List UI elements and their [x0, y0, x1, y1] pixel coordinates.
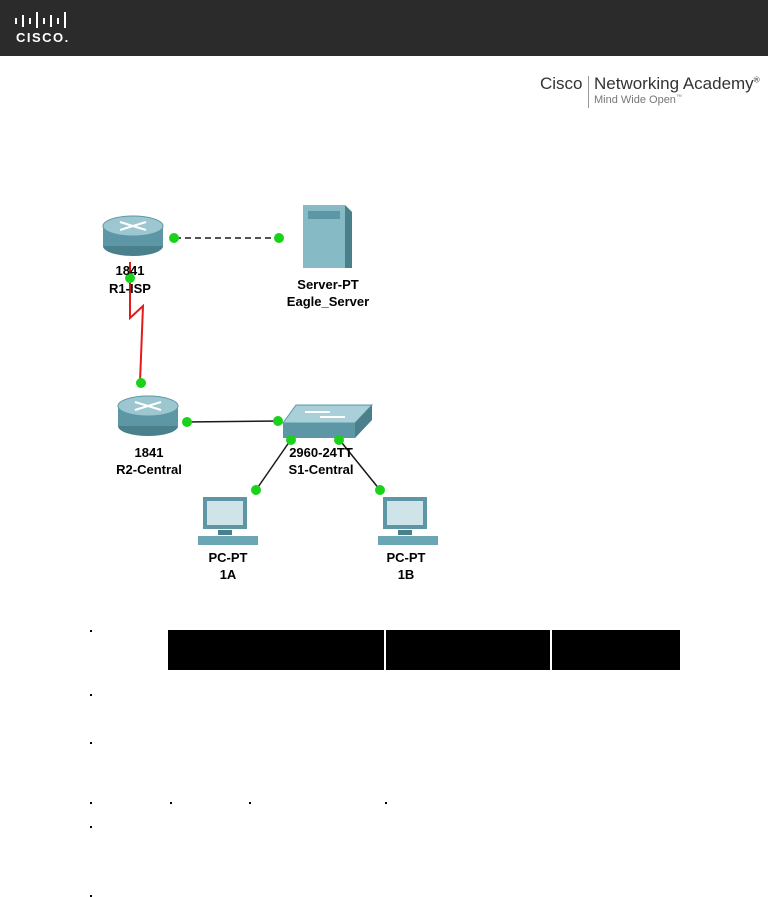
academy-brand: Cisco: [540, 74, 583, 93]
bullet-mark: [249, 802, 251, 804]
link-status-lights: [125, 233, 385, 495]
bullet-mark: [385, 802, 387, 804]
pc1a-name-label: 1A: [220, 567, 237, 582]
r2-model-label: 1841: [135, 445, 164, 460]
networking-academy-logo: Cisco Networking Academy® Mind Wide Open…: [540, 74, 768, 110]
academy-divider: [588, 76, 589, 108]
pc1a-model-label: PC-PT: [209, 550, 248, 565]
r1-model-label: 1841: [116, 263, 145, 278]
cisco-header-bar: CISCO.: [0, 0, 768, 56]
bullet-mark: [170, 802, 172, 804]
link-serial-r1-r2: [129, 262, 145, 383]
network-topology-diagram: 1841 R1-ISP Server-PT Eagle_Server 1841 …: [102, 205, 438, 582]
bullet-mark: [90, 742, 92, 744]
r1-name-label: R1-ISP: [109, 281, 151, 296]
academy-tagline: Mind Wide Open™: [594, 94, 682, 106]
table-header-cell: [168, 630, 384, 670]
router-icon[interactable]: [117, 395, 179, 436]
s1-name-label: S1-Central: [288, 462, 353, 477]
link-r2-s1: [184, 420, 283, 423]
switch-icon[interactable]: [282, 404, 374, 438]
table-header-cell: [386, 630, 550, 670]
server-icon[interactable]: [303, 205, 352, 268]
link-s1-pc1b: [337, 437, 381, 491]
pc1b-name-label: 1B: [398, 567, 415, 582]
pc-icon[interactable]: [198, 497, 258, 545]
table-header-cell: [552, 630, 680, 670]
server-name-label: Eagle_Server: [287, 294, 369, 309]
bullet-mark: [90, 630, 92, 632]
server-model-label: Server-PT: [297, 277, 358, 292]
cisco-bars-icon: [15, 12, 66, 28]
pc1b-model-label: PC-PT: [387, 550, 426, 565]
bullet-mark: [90, 826, 92, 828]
link-s1-pc1a: [255, 437, 293, 491]
cisco-logo: CISCO.: [14, 12, 74, 46]
bullet-mark: [90, 895, 92, 897]
router-icon[interactable]: [102, 215, 164, 256]
cisco-wordmark: CISCO.: [16, 30, 70, 45]
r2-name-label: R2-Central: [116, 462, 182, 477]
bullet-mark: [90, 802, 92, 804]
s1-model-label: 2960-24TT: [289, 445, 353, 460]
academy-name: Networking Academy®: [594, 74, 760, 93]
pc-icon[interactable]: [378, 497, 438, 545]
bullet-mark: [90, 694, 92, 696]
